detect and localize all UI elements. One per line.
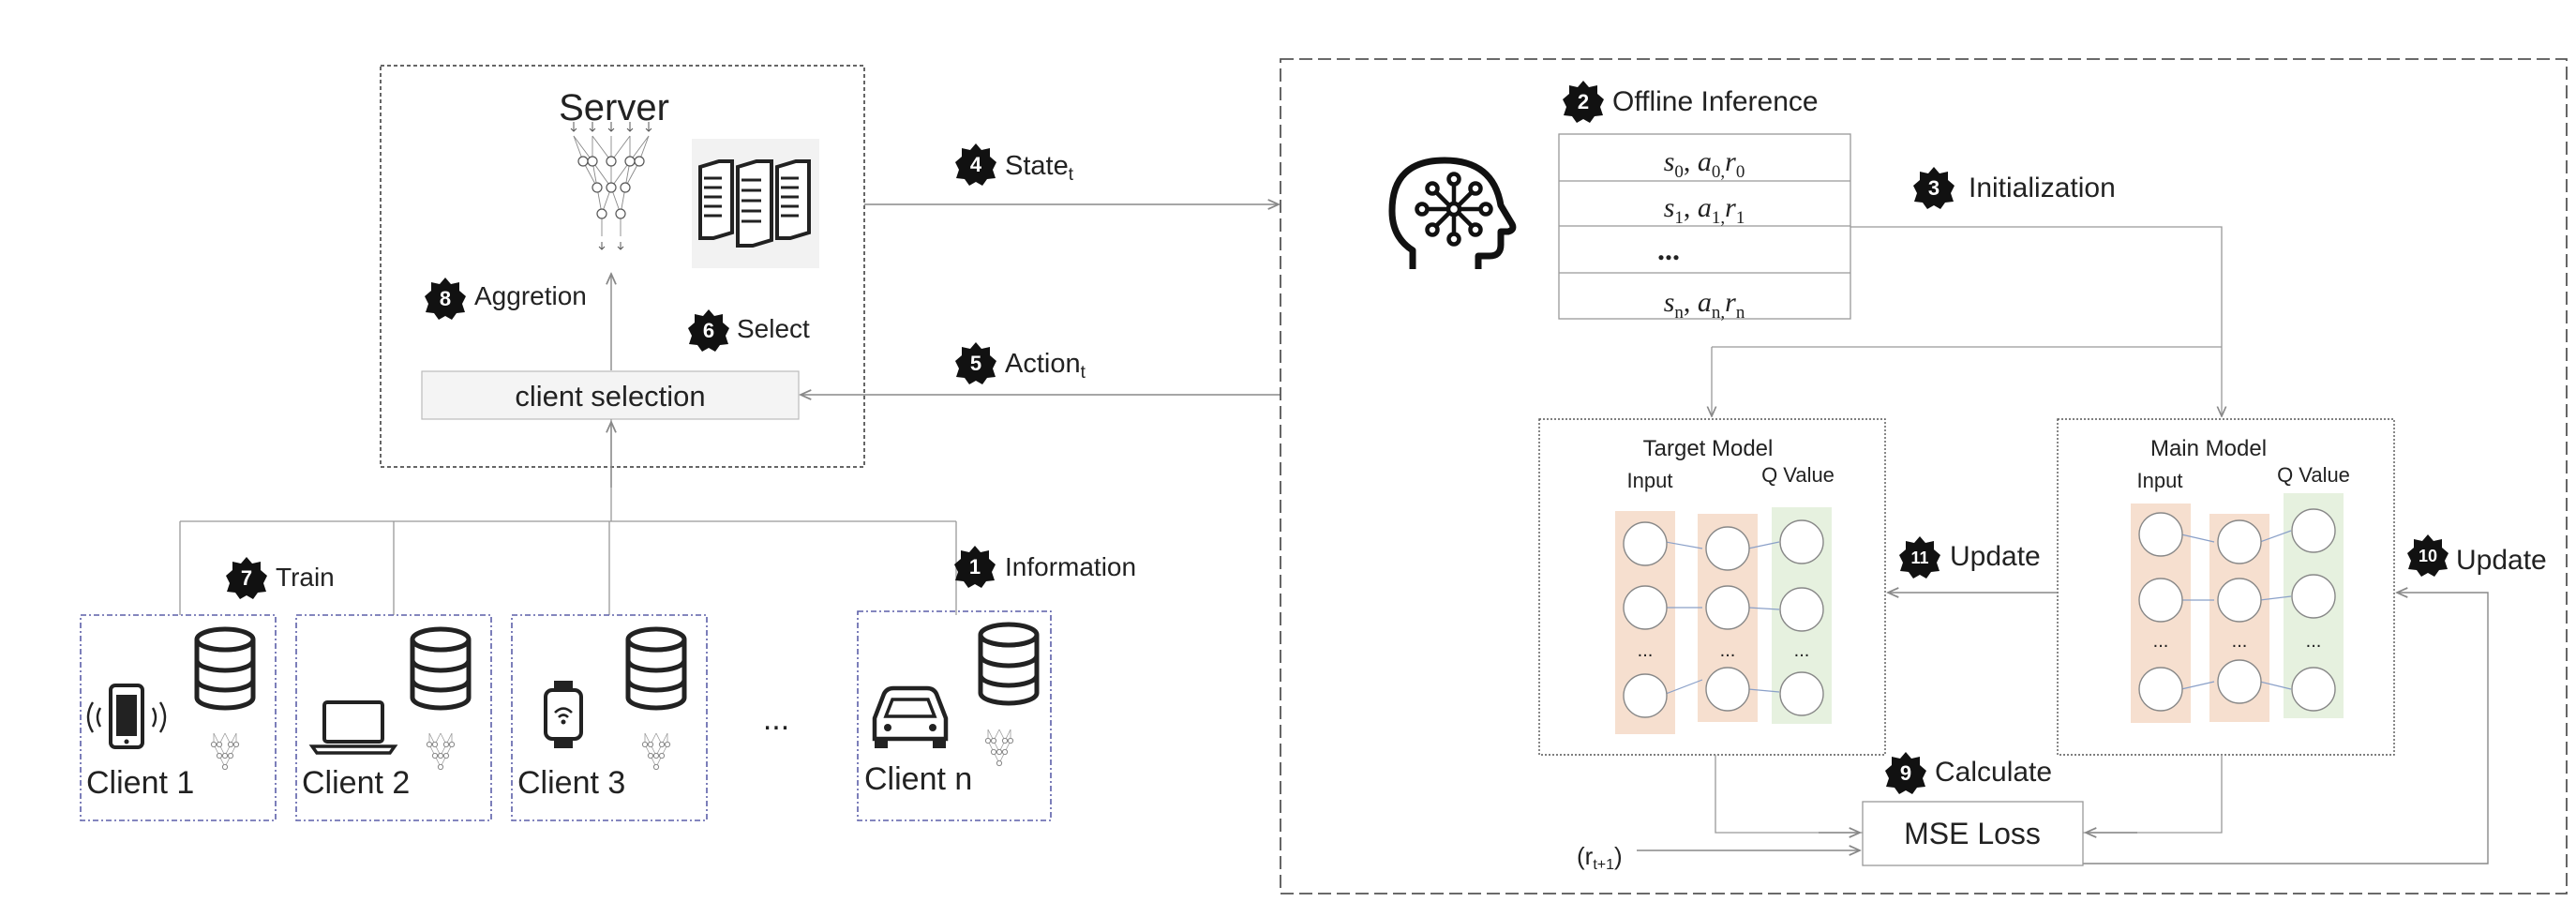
client-label: Client n <box>864 761 972 797</box>
calculate-label: Calculate <box>1935 757 2052 788</box>
badge-1: 1 <box>954 546 996 588</box>
client-selection-box[interactable] <box>421 370 800 420</box>
buffer-row-ellipsis: ... <box>1657 233 1680 266</box>
main-network: ... ... ... <box>2131 493 2344 723</box>
mini-network-icon <box>210 732 240 771</box>
badge-8: 8 <box>425 278 466 320</box>
client-card[interactable]: Client 2 <box>295 614 492 821</box>
svg-text:2: 2 <box>1578 90 1589 113</box>
client-card[interactable]: Client 1 <box>80 614 277 821</box>
svg-text:...: ... <box>2153 631 2169 652</box>
svg-text:...: ... <box>2306 631 2322 652</box>
database-icon <box>981 624 1037 703</box>
buffer-row: s1, a1,r1 <box>1664 192 1745 228</box>
database-icon <box>628 629 684 708</box>
svg-text:5: 5 <box>970 352 981 375</box>
badge-5: 5 <box>955 342 996 384</box>
offline-inference-label: Offline Inference <box>1612 86 1819 117</box>
laptop-icon <box>308 700 398 755</box>
client-label: Client 3 <box>517 765 625 801</box>
main-input-label: Input <box>2137 469 2183 492</box>
mini-network-icon <box>984 729 1014 767</box>
replay-buffer-table <box>1558 133 1851 320</box>
update-target-label: Update <box>1950 541 2041 572</box>
state-label: Statet <box>1005 151 1074 185</box>
information-label: Information <box>1005 552 1136 581</box>
clients-ellipsis: ... <box>763 701 789 737</box>
offline-rl-box <box>1280 58 2568 894</box>
badge-6: 6 <box>688 309 729 352</box>
buffer-row: s0, a0,r0 <box>1664 146 1745 182</box>
select-label: Select <box>737 314 810 343</box>
main-model-title: Main Model <box>2150 436 2267 461</box>
server-rack-icon <box>692 139 819 268</box>
aggregation-label: Aggretion <box>474 281 587 310</box>
initialization-label: Initialization <box>1969 173 2116 203</box>
badge-4: 4 <box>955 143 996 186</box>
buffer-row: sn, an,rn <box>1664 287 1745 323</box>
svg-text:9: 9 <box>1900 761 1911 785</box>
svg-text:...: ... <box>1720 640 1736 661</box>
target-input-label: Input <box>1627 469 1673 492</box>
svg-text:10: 10 <box>2419 547 2437 565</box>
client-card[interactable]: Client 3 <box>511 614 708 821</box>
badge-3: 3 <box>1913 167 1954 209</box>
target-model-title: Target Model <box>1643 436 1774 461</box>
client-card[interactable]: Client n <box>857 610 1052 821</box>
svg-text:6: 6 <box>703 319 714 342</box>
smartwatch-icon <box>544 681 583 748</box>
action-label: Actiont <box>1005 349 1086 383</box>
svg-text:1: 1 <box>969 555 981 579</box>
svg-text:...: ... <box>2232 631 2248 652</box>
svg-text:8: 8 <box>440 287 451 310</box>
target-q-label: Q Value <box>1761 463 1835 487</box>
update-main-label: Update <box>2456 545 2547 576</box>
client-label: Client 2 <box>302 765 410 801</box>
svg-text:11: 11 <box>1910 549 1928 567</box>
server-box <box>380 65 865 468</box>
main-q-label: Q Value <box>2277 463 2350 487</box>
svg-text:4: 4 <box>970 153 982 176</box>
svg-text:7: 7 <box>241 566 252 590</box>
ai-head-icon <box>1388 157 1517 269</box>
train-label: Train <box>276 563 335 592</box>
target-network: ... ... ... <box>1615 507 1832 734</box>
svg-text:...: ... <box>1794 640 1810 661</box>
database-icon <box>412 629 469 708</box>
svg-text:3: 3 <box>1928 176 1939 200</box>
car-icon <box>872 685 949 748</box>
mini-network-icon <box>641 732 671 771</box>
smartphone-icon <box>86 684 167 749</box>
mse-loss-label: MSE Loss <box>1904 817 2041 850</box>
client-selection-label: client selection <box>515 380 705 413</box>
badge-7: 7 <box>226 557 267 599</box>
server-title: Server <box>559 87 669 128</box>
badge-11: 11 <box>1899 536 1940 579</box>
badge-9: 9 <box>1885 752 1926 794</box>
mse-loss-box <box>1862 801 2084 866</box>
initialization-connectors <box>1712 226 2222 416</box>
database-icon <box>197 629 253 708</box>
badge-2: 2 <box>1563 81 1604 123</box>
client-label: Client 1 <box>86 765 194 801</box>
mini-network-icon <box>426 732 456 771</box>
svg-text:...: ... <box>1638 640 1654 661</box>
badge-10: 10 <box>2407 534 2449 577</box>
reward-label: (rt+1) <box>1577 842 1623 873</box>
neural-network-icon <box>570 122 652 250</box>
update-main-arrow <box>2083 593 2489 864</box>
